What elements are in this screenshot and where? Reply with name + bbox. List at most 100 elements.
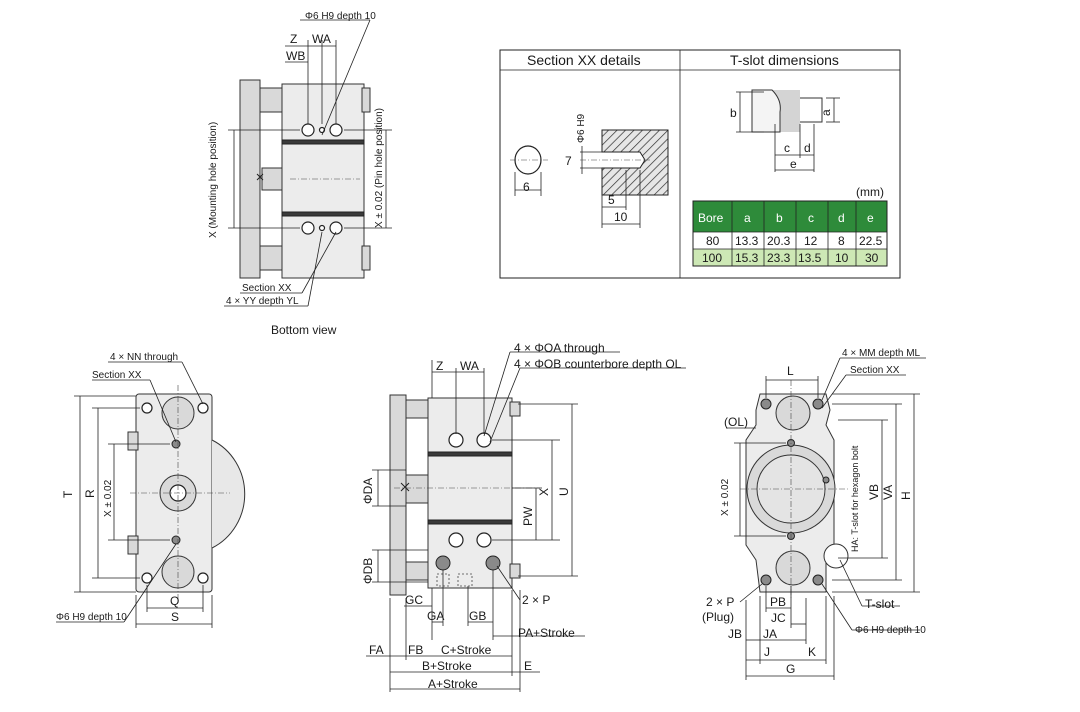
section-panel: Section XX details T-slot dimensions 6 7… (499, 49, 901, 279)
bottom-section-label: Section XX (242, 283, 292, 294)
left-view: 4 × NN through Section XX T R X ± 0.02 Q… (56, 352, 246, 628)
svg-text:GB: GB (469, 609, 486, 623)
bottom-x-pin-label: X ± 0.02 (Pin hole position) (374, 108, 385, 228)
svg-text:PW: PW (521, 506, 535, 526)
table-cell: 20.3 (767, 234, 791, 248)
pin-hole-icon (318, 224, 326, 232)
right-mm-label: 4 × MM depth ML (842, 348, 921, 359)
svg-text:6: 6 (523, 180, 530, 194)
mid-oa-label: 4 × ΦOA through (514, 341, 605, 355)
port (261, 167, 283, 191)
end-plate (389, 394, 407, 596)
table-header: a (744, 211, 751, 225)
mid-view: Z WA 4 × ΦOA through 4 × ΦOB counterbore… (361, 341, 686, 692)
through-hole-icon (141, 402, 153, 414)
end-plate (239, 79, 261, 279)
mount-hole-icon (812, 574, 824, 586)
svg-text:FA: FA (369, 643, 384, 657)
through-hole-icon (197, 402, 209, 414)
svg-text:JA: JA (763, 627, 777, 641)
svg-text:X ± 0.02: X ± 0.02 (103, 479, 114, 517)
right-section-label: Section XX (850, 365, 900, 376)
through-hole-icon (197, 572, 209, 584)
svg-text:JC: JC (771, 611, 786, 625)
mount-hole-icon (760, 574, 772, 586)
tslot-table: Bore a b c d e 80 13.3 20.3 12 8 22.5 10… (692, 200, 888, 267)
guide-rod-bottom (259, 245, 283, 271)
through-hole-icon (141, 572, 153, 584)
table-header: b (776, 211, 783, 225)
table-cell: 23.3 (767, 251, 791, 265)
bottom-wb-label: WB (286, 49, 305, 63)
left-section-label: Section XX (92, 370, 142, 381)
mount-hole-icon (329, 221, 343, 235)
svg-text:7: 7 (565, 154, 572, 168)
through-hole-icon (448, 532, 464, 548)
left-nn-label: 4 × NN through (110, 352, 178, 363)
bottom-phi6-label: Φ6 H9 depth 10 (305, 11, 376, 22)
svg-text:B+Stroke: B+Stroke (422, 659, 472, 673)
svg-text:d: d (804, 141, 811, 155)
table-cell: 100 (702, 251, 722, 265)
through-hole-icon (448, 432, 464, 448)
right-view: 4 × MM depth ML L Section XX (OL) X ± 0.… (702, 348, 926, 680)
pin-hole-icon (171, 535, 181, 545)
svg-text:U: U (557, 487, 571, 496)
svg-text:2 × P: 2 × P (522, 593, 550, 607)
unit-label: (mm) (856, 185, 884, 199)
svg-text:G: G (786, 662, 795, 676)
body (281, 83, 365, 279)
svg-text:(OL): (OL) (724, 415, 748, 429)
mid-ob-label: 4 × ΦOB counterbore depth OL (514, 357, 682, 371)
svg-text:a: a (819, 109, 833, 116)
table-cell: 10 (835, 251, 849, 265)
svg-text:R: R (83, 489, 97, 498)
svg-text:e: e (790, 157, 797, 171)
bottom-view: Φ6 H9 depth 10 Z WA WB X (Mounting hole … (208, 11, 392, 337)
svg-text:L: L (787, 364, 794, 378)
svg-text:GC: GC (405, 593, 423, 607)
svg-text:VA: VA (881, 485, 895, 500)
svg-text:ΦDA: ΦDA (361, 478, 375, 504)
bottom-yy-label: 4 × YY depth YL (226, 296, 299, 307)
mount-hole-icon (301, 123, 315, 137)
svg-text:JB: JB (728, 627, 742, 641)
svg-text:10: 10 (614, 210, 628, 224)
table-header: c (808, 211, 814, 225)
svg-text:T-slot: T-slot (865, 597, 895, 611)
table-cell: 13.5 (798, 251, 822, 265)
mount-hole-icon (301, 221, 315, 235)
bottom-x-mount-label: X (Mounting hole position) (208, 122, 219, 238)
svg-text:S: S (171, 610, 179, 624)
svg-text:VB: VB (867, 484, 881, 500)
svg-text:ΦDB: ΦDB (361, 558, 375, 584)
svg-text:(Plug): (Plug) (702, 610, 734, 624)
svg-text:X: X (537, 488, 551, 496)
bottom-wa-label: WA (312, 32, 331, 46)
left-phi6-label: Φ6 H9 depth 10 (56, 612, 127, 623)
table-cell: 12 (804, 234, 818, 248)
section-title: Section XX details (527, 52, 641, 68)
tslot-title: T-slot dimensions (730, 52, 839, 68)
svg-text:H: H (899, 491, 913, 500)
svg-text:FB: FB (408, 643, 423, 657)
svg-text:Φ6 H9: Φ6 H9 (576, 113, 587, 143)
table-cell: 22.5 (859, 234, 883, 248)
mount-hole-icon (760, 398, 772, 410)
svg-text:HA: T-slot for hexagon bolt: HA: T-slot for hexagon bolt (850, 445, 860, 552)
svg-text:5: 5 (608, 193, 615, 207)
through-hole-icon (476, 532, 492, 548)
table-cell: 80 (706, 234, 720, 248)
table-cell: 13.3 (735, 234, 759, 248)
svg-text:C+Stroke: C+Stroke (441, 643, 492, 657)
table-header: d (838, 211, 845, 225)
svg-text:GA: GA (427, 609, 444, 623)
table-cell: 30 (865, 251, 879, 265)
svg-text:c: c (784, 141, 790, 155)
table-cell: 8 (838, 234, 845, 248)
svg-text:T: T (61, 490, 75, 498)
svg-text:b: b (730, 106, 737, 120)
svg-text:Z: Z (436, 359, 443, 373)
guide-rod-top (259, 87, 283, 113)
